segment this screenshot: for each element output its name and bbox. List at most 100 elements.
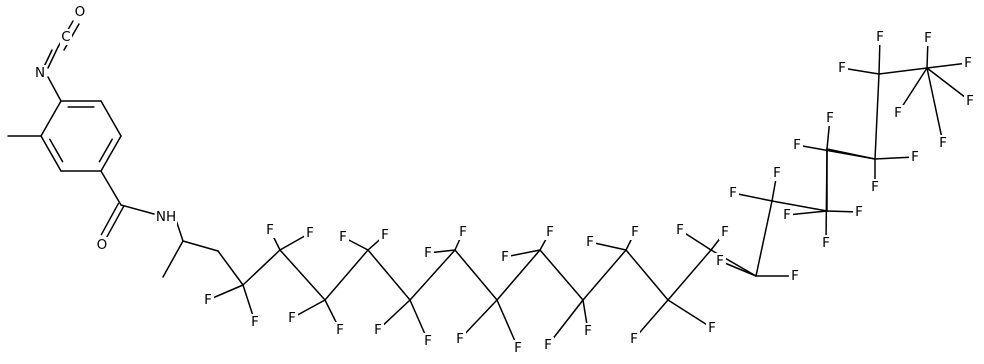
chain-c-c-bond xyxy=(625,249,669,301)
bond-layer xyxy=(7,20,971,349)
svg-text:F: F xyxy=(381,227,389,243)
chain-c-c-bond xyxy=(878,67,928,75)
fluorine-atom-label: F xyxy=(422,333,434,349)
svg-text:F: F xyxy=(266,222,274,238)
amide-c-n-bond xyxy=(120,204,155,215)
fluorine-atom-label: F xyxy=(922,30,934,46)
chain-c-c-bond xyxy=(582,249,627,301)
fluorine-atom-label: F xyxy=(304,225,316,241)
fluorine-atom-label: F xyxy=(584,234,596,250)
fluorine-atom-label: F xyxy=(964,93,976,109)
svg-text:F: F xyxy=(546,224,554,240)
svg-text:F: F xyxy=(838,60,846,76)
chain-c-c-bond xyxy=(324,249,369,301)
svg-text:F: F xyxy=(630,331,638,347)
isocyanate-n-c-bond xyxy=(47,46,59,69)
chain-c-c-bond xyxy=(755,200,773,277)
svg-text:F: F xyxy=(791,268,799,284)
svg-text:F: F xyxy=(871,179,879,195)
svg-text:O: O xyxy=(97,237,108,253)
ring-double-bond xyxy=(49,138,64,163)
svg-text:NH: NH xyxy=(156,209,176,225)
c-f-bond xyxy=(874,156,916,160)
svg-text:F: F xyxy=(783,207,791,223)
svg-text:F: F xyxy=(374,322,382,338)
fluorine-atom-label: F xyxy=(719,224,731,240)
oxygen-atom-label: O xyxy=(74,4,86,20)
ch2-cf2-bond xyxy=(217,250,244,286)
svg-text:F: F xyxy=(456,331,464,347)
svg-text:F: F xyxy=(721,224,729,240)
fluorine-atom-label: F xyxy=(544,224,556,240)
fluorine-atom-label: F xyxy=(727,185,739,201)
fluorine-atom-label: F xyxy=(454,331,466,347)
fluorine-atom-label: F xyxy=(372,322,384,338)
svg-text:F: F xyxy=(251,314,259,330)
c-f-bond xyxy=(926,67,971,102)
ring-carbonyl-bond xyxy=(100,170,122,206)
svg-text:F: F xyxy=(584,323,592,339)
fluorine-atom-label: F xyxy=(542,337,554,353)
svg-text:N: N xyxy=(35,65,45,81)
amide-nh-label: NH xyxy=(155,209,177,225)
isocyanate-nitrogen-label: N xyxy=(34,65,46,81)
ring-double-bond xyxy=(98,138,113,163)
c-f-bond xyxy=(825,148,828,244)
carbonyl-oxygen-label: O xyxy=(96,237,108,253)
fluorine-atom-label: F xyxy=(909,149,921,165)
svg-text:F: F xyxy=(306,225,314,241)
fluorine-atom-label: F xyxy=(499,249,511,265)
svg-text:F: F xyxy=(793,137,801,153)
fluorine-atom-label: F xyxy=(264,222,276,238)
svg-text:F: F xyxy=(716,253,724,269)
svg-text:F: F xyxy=(336,322,344,338)
chain-c-c-bond xyxy=(667,249,712,301)
fluorine-atom-label: F xyxy=(714,253,726,269)
svg-text:F: F xyxy=(966,93,974,109)
svg-text:F: F xyxy=(822,235,830,251)
fluorine-atom-label: F xyxy=(824,110,836,126)
svg-text:F: F xyxy=(204,292,212,308)
c-f-bond xyxy=(926,62,969,69)
svg-text:F: F xyxy=(708,320,716,336)
methyl-bond xyxy=(162,240,184,278)
svg-text:F: F xyxy=(924,30,932,46)
fluorine-atom-label: F xyxy=(337,229,349,245)
chain-c-c-bond xyxy=(539,249,584,301)
n-ch-bond xyxy=(175,219,184,242)
c-f-bond xyxy=(796,144,876,160)
fluorine-atom-label: F xyxy=(334,322,346,338)
fluorine-atom-label: F xyxy=(674,222,686,238)
chain-c-c-bond xyxy=(874,73,880,160)
fluorine-atom-label: F xyxy=(789,268,801,284)
fluorine-atom-label: F xyxy=(853,204,865,220)
svg-text:F: F xyxy=(586,234,594,250)
amide-c-o-double-bond xyxy=(100,202,120,236)
chain-c-c-bond xyxy=(367,249,411,301)
svg-text:F: F xyxy=(676,222,684,238)
fluorine-atom-label: F xyxy=(962,55,974,71)
c-f-bond xyxy=(926,67,944,144)
ring-bond xyxy=(40,135,62,172)
svg-text:F: F xyxy=(964,55,972,71)
fluorine-atom-label: F xyxy=(422,245,434,261)
ring-bond xyxy=(40,100,62,137)
fluorine-atom-label: F xyxy=(836,60,848,76)
chain-c-c-bond xyxy=(496,249,541,301)
fluorine-atom-label: F xyxy=(379,227,391,243)
svg-text:F: F xyxy=(514,340,522,356)
chain-c-c-bond xyxy=(242,249,281,286)
svg-text:F: F xyxy=(631,224,639,240)
svg-text:F: F xyxy=(288,310,296,326)
svg-text:O: O xyxy=(75,4,86,20)
chain-c-c-bond xyxy=(279,249,326,301)
ring-n-bond xyxy=(47,76,62,102)
svg-text:F: F xyxy=(424,245,432,261)
fluorine-atom-label: F xyxy=(286,310,298,326)
chain-c-c-bond xyxy=(771,200,828,212)
fluorine-atom-label: F xyxy=(582,323,594,339)
svg-text:F: F xyxy=(729,185,737,201)
fluorine-atom-label: F xyxy=(820,235,832,251)
